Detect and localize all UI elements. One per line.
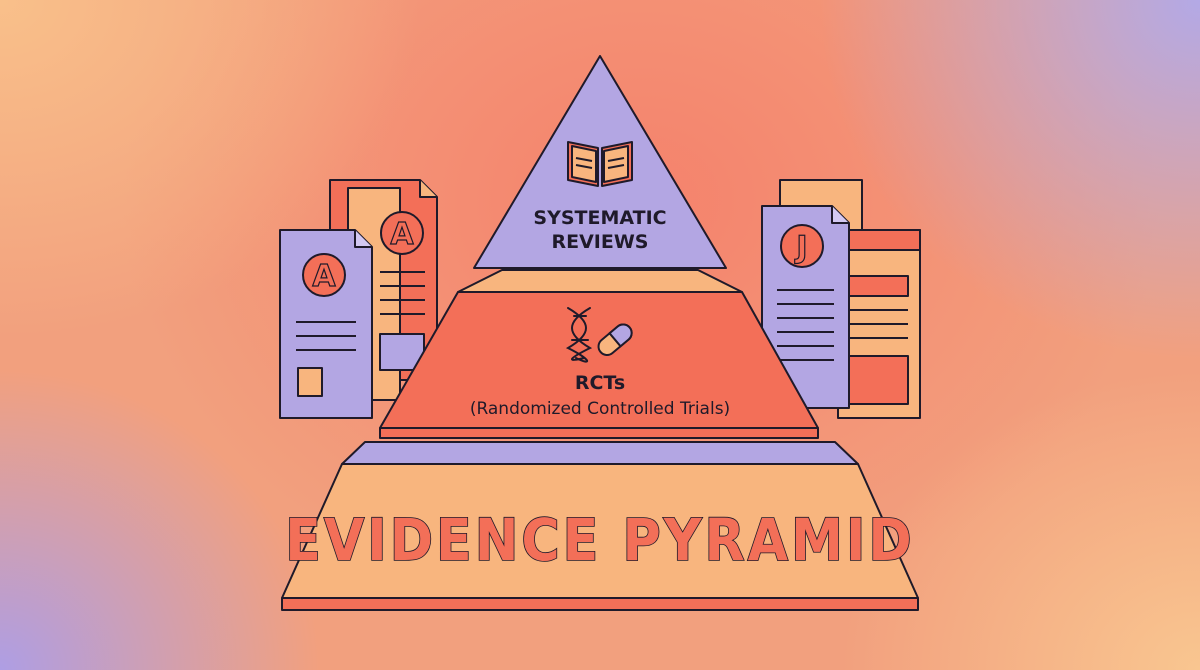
left-front-letter-badge bbox=[302, 253, 346, 297]
left-documents bbox=[279, 179, 438, 419]
pyramid-top-tier bbox=[473, 55, 727, 269]
systematic-reviews-line1: SYSTEMATIC bbox=[533, 207, 666, 229]
left-back-letter: A bbox=[390, 217, 414, 252]
systematic-reviews-line2: REVIEWS bbox=[551, 231, 648, 253]
book-icon bbox=[567, 141, 633, 187]
left-back-letter-badge bbox=[380, 211, 424, 255]
pyramid-bottom-tier bbox=[281, 441, 919, 611]
right-documents bbox=[761, 179, 921, 419]
rct-label: RCTs bbox=[575, 372, 625, 394]
rct-sublabel: (Randomized Controlled Trials) bbox=[470, 399, 730, 419]
right-letter: J bbox=[794, 230, 807, 265]
left-front-letter: A bbox=[312, 259, 336, 294]
dna-pill-icon bbox=[565, 307, 633, 363]
pyramid-middle-tier bbox=[379, 269, 819, 439]
pyramid-title: EVIDENCE PYRAMID bbox=[285, 506, 914, 574]
right-letter-badge bbox=[780, 224, 824, 268]
